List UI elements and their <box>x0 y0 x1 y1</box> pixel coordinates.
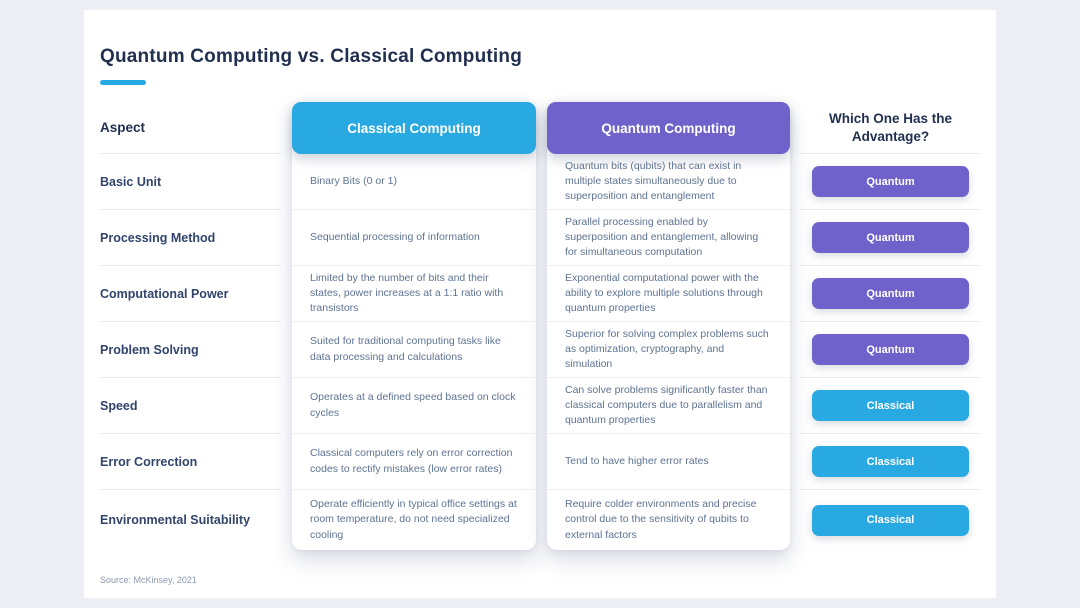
classical-cell: Binary Bits (0 or 1) <box>292 154 536 210</box>
advantage-badge: Quantum <box>812 278 969 309</box>
comparison-table: Aspect Classical Computing Quantum Compu… <box>100 102 980 550</box>
advantage-badge: Classical <box>812 504 969 536</box>
aspect-label: Basic Unit <box>100 154 281 210</box>
quantum-column-card <box>547 102 790 550</box>
advantage-cell: Classical <box>801 490 980 550</box>
classical-cell: Limited by the number of bits and their … <box>292 266 536 322</box>
title-accent-bar <box>100 80 146 85</box>
classical-cell: Sequential processing of information <box>292 210 536 266</box>
advantage-badge: Quantum <box>812 334 969 365</box>
advantage-badge: Classical <box>812 390 969 421</box>
aspect-label: Problem Solving <box>100 322 281 378</box>
aspect-label: Error Correction <box>100 434 281 490</box>
classical-cell: Operate efficiently in typical office se… <box>310 498 517 541</box>
quantum-cell: Superior for solving complex problems su… <box>547 322 790 378</box>
aspect-label: Computational Power <box>100 266 281 322</box>
column-header-advantage: Which One Has the Advantage? <box>801 102 980 154</box>
page-title: Quantum Computing vs. Classical Computin… <box>100 46 523 67</box>
classical-cell: Classical computers rely on error correc… <box>292 434 536 490</box>
quantum-cell: Parallel processing enabled by superposi… <box>547 210 790 266</box>
quantum-cell: Quantum bits (qubits) that can exist in … <box>547 154 790 210</box>
aspect-label: Speed <box>100 378 281 434</box>
quantum-cell: Require colder environments and precise … <box>565 498 757 541</box>
advantage-badge: Quantum <box>812 222 969 253</box>
advantage-cell: Quantum <box>801 154 980 210</box>
advantage-cell: Quantum <box>801 266 980 322</box>
advantage-cell: Quantum <box>801 210 980 266</box>
advantage-badge: Quantum <box>812 166 969 197</box>
advantage-cell: Quantum <box>801 322 980 378</box>
quantum-cell: Exponential computational power with the… <box>547 266 790 322</box>
content-card: Quantum Computing vs. Classical Computin… <box>84 10 996 598</box>
advantage-badge: Classical <box>812 446 969 477</box>
classical-column-card <box>292 102 536 550</box>
advantage-cell: Classical <box>801 434 980 490</box>
column-header-quantum: Quantum Computing <box>547 102 790 154</box>
aspect-label: Processing Method <box>100 210 281 266</box>
table-grid: Aspect Classical Computing Quantum Compu… <box>100 102 980 550</box>
aspect-label: Environmental Suitability <box>100 513 251 527</box>
quantum-cell: Tend to have higher error rates <box>547 434 790 490</box>
source-note: Source: McKinsey, 2021 <box>100 575 197 585</box>
classical-cell: Operates at a defined speed based on clo… <box>292 378 536 434</box>
quantum-cell: Can solve problems significantly faster … <box>547 378 790 434</box>
column-header-classical: Classical Computing <box>292 102 536 154</box>
advantage-cell: Classical <box>801 378 980 434</box>
classical-cell: Suited for traditional computing tasks l… <box>292 322 536 378</box>
column-header-aspect: Aspect <box>100 102 281 154</box>
